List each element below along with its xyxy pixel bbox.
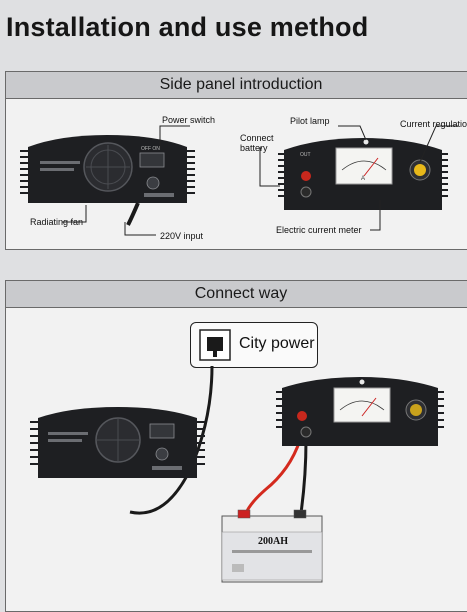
wall-socket-icon bbox=[199, 329, 231, 361]
page-title: Installation and use method bbox=[6, 12, 369, 42]
current-regulation-knob-icon bbox=[409, 159, 431, 181]
pilot-lamp-label: Pilot lamp bbox=[290, 116, 330, 126]
svg-text:A: A bbox=[361, 176, 365, 182]
charger-connect-illustration bbox=[30, 407, 205, 478]
charger-input-side-illustration: OFF ON bbox=[20, 135, 195, 226]
ac-input-socket-icon bbox=[146, 176, 160, 190]
battery-illustration bbox=[221, 509, 323, 583]
ammeter-icon-2 bbox=[333, 387, 391, 423]
side-panel-heading: Side panel introduction bbox=[6, 72, 467, 99]
connect-battery-label-line1: Connect bbox=[240, 133, 274, 143]
power-switch-icon-2 bbox=[149, 423, 175, 439]
electric-current-meter-label: Electric current meter bbox=[276, 225, 362, 235]
power-switch-label: Power switch bbox=[162, 115, 216, 125]
connect-way-heading: Connect way bbox=[6, 281, 467, 308]
svg-text:OFF ON: OFF ON bbox=[141, 146, 160, 152]
radiating-fan-label: Radiating fan bbox=[30, 217, 84, 227]
input-220v-label: 220V input bbox=[160, 231, 204, 241]
pilot-lamp-icon-2 bbox=[359, 379, 365, 385]
ammeter-icon: A bbox=[335, 147, 393, 185]
radiating-fan-icon bbox=[83, 142, 133, 192]
battery-terminals-icon: OUT bbox=[300, 152, 312, 198]
power-switch-icon: OFF ON bbox=[139, 146, 165, 168]
pilot-lamp-icon bbox=[363, 139, 369, 145]
ac-input-socket-icon-2 bbox=[155, 447, 169, 461]
connect-battery-label-line2: battery bbox=[240, 143, 268, 153]
svg-text:OUT: OUT bbox=[300, 152, 311, 158]
current-regulation-label: Current regulatio bbox=[400, 119, 467, 129]
charger-meter-side-illustration: A OUT bbox=[278, 138, 448, 210]
city-power-label: City power bbox=[239, 335, 315, 352]
charger-meter-connect-illustration bbox=[276, 377, 444, 446]
battery-capacity-label: 200AH bbox=[258, 536, 288, 547]
city-power-box: City power bbox=[190, 322, 318, 368]
